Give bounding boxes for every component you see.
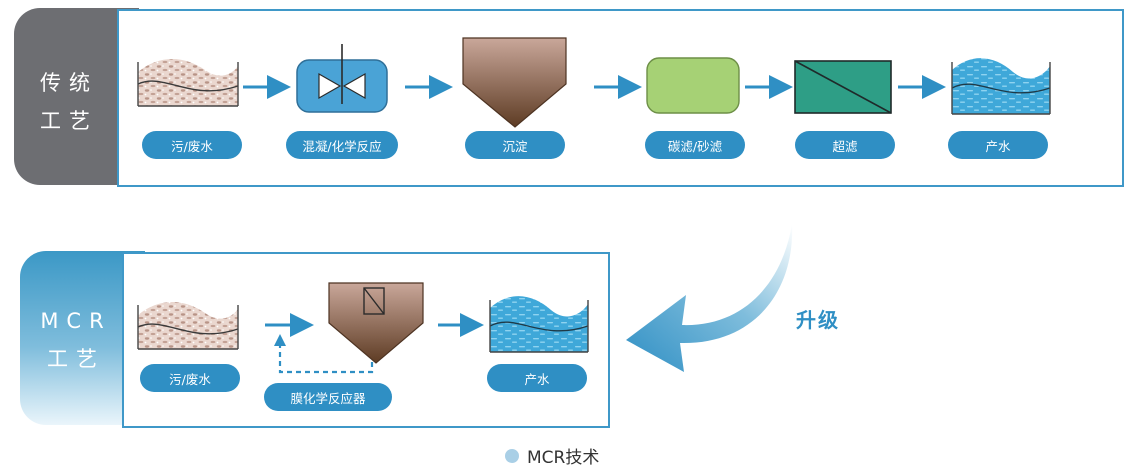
clean-water-tank-icon <box>951 58 1051 115</box>
mcr-label-line1: MCR <box>40 309 112 333</box>
mcr-label-line2: 工艺 <box>47 347 105 371</box>
upgrade-label: 升级 <box>796 308 840 332</box>
traditional-label-line1: 传统 <box>40 71 98 95</box>
mcr-dirty-water-tank-icon <box>137 302 239 350</box>
caption-text: MCR技术 <box>527 448 600 468</box>
recycle-dashed-arrow <box>274 334 374 374</box>
membrane-chemical-reactor-icon <box>328 282 424 364</box>
mcr-step-product-water: 产水 <box>487 364 587 392</box>
step-carbon-sand-filter: 碳滤/砂滤 <box>645 131 745 159</box>
mcr-step-wastewater: 污/废水 <box>140 364 240 392</box>
carbon-sand-filter-icon <box>646 57 740 114</box>
caption: MCR技术 <box>505 443 599 468</box>
step-coagulation: 混凝/化学反应 <box>286 131 398 159</box>
step-ultrafiltration: 超滤 <box>795 131 895 159</box>
step-sedimentation: 沉淀 <box>465 131 565 159</box>
mixer-reactor-icon <box>296 44 388 113</box>
traditional-label-line2: 工艺 <box>40 109 98 133</box>
step-product-water: 产水 <box>948 131 1048 159</box>
mcr-clean-water-tank-icon <box>489 296 589 353</box>
mcr-step-membrane-reactor: 膜化学反应器 <box>264 383 392 411</box>
dirty-water-tank-icon <box>137 59 239 107</box>
caption-dot-icon <box>505 448 519 463</box>
step-wastewater: 污/废水 <box>142 131 242 159</box>
upgrade-arrow <box>626 224 793 372</box>
sedimentation-tank-icon <box>462 37 567 128</box>
ultrafiltration-icon <box>794 60 892 114</box>
